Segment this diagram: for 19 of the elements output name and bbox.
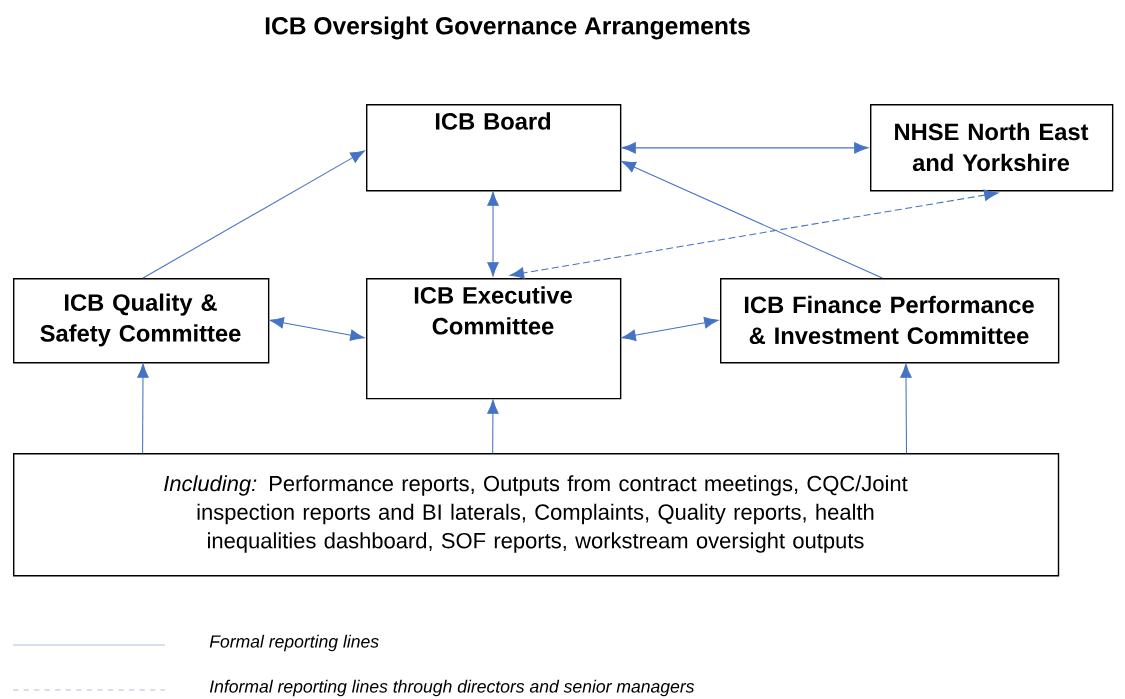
arrow (621, 317, 719, 341)
process-box: NHSE North East and Yorkshire (870, 104, 1114, 192)
process-box: ICB Quality & Safety Committee (13, 278, 270, 364)
arrow (487, 191, 499, 277)
arrow (269, 317, 365, 341)
arrow (900, 363, 912, 454)
arrow (509, 189, 999, 279)
legend-text: Formal reporting lines (209, 634, 379, 652)
arrow (621, 142, 869, 154)
process-box: Including: Performance reports, Outputs from contract meetings, CQC/Joint inspection reports and BI laterals, Complaints, Quality reports, health inequalities dashboard, SOF reports, workstream oversight outputs (13, 453, 1060, 577)
process-box: ICB Board (366, 104, 622, 192)
title: ICB Oversight Governance Arrangements (265, 16, 750, 40)
process-box: ICB Executive Committee (366, 278, 622, 400)
arrow (487, 399, 499, 454)
arrow (142, 150, 365, 279)
arrow (137, 363, 149, 454)
arrow (621, 161, 883, 279)
legend-text: Informal reporting lines through directors and senior managers (209, 679, 695, 697)
process-box: ICB Finance Performance & Investment Committee (720, 278, 1060, 364)
